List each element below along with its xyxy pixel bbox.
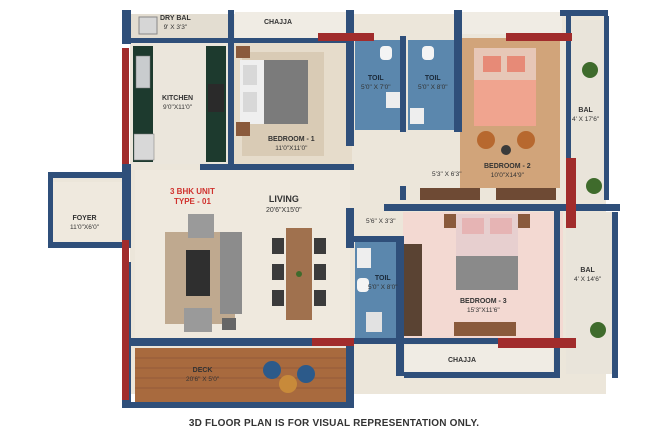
room-label-balcony-right-bottom: BAL 4' X 14'6": [574, 267, 602, 283]
toilet2-wc: [422, 46, 434, 60]
room-label-toilet3: TOIL 5'0" X 8'0": [368, 275, 398, 291]
bedroom2-table: [501, 145, 511, 155]
bedroom2-chair: [477, 131, 495, 149]
room-label-bedroom2: BEDROOM - 2 10'0"X14'9": [484, 163, 531, 179]
bedroom3-nightstand: [444, 214, 456, 228]
side-stool: [222, 318, 236, 330]
deck-chair: [297, 365, 315, 383]
room-label-dry-balcony: DRY BAL 9' X 3'3": [160, 15, 191, 31]
room-label-chajja-top: CHAJJA: [264, 19, 293, 26]
toilet2-basin: [410, 108, 424, 124]
room-label-bedroom3: BEDROOM - 3 15'3"X11'6": [460, 298, 507, 314]
bedroom3-nightstand: [518, 214, 530, 228]
toilet3-basin: [357, 248, 371, 268]
room-label-bedroom1: BEDROOM - 1 11'0"X11'0": [268, 136, 315, 152]
unit-type-label: 3 BHK UNIT TYPE - 01: [170, 187, 215, 206]
disclaimer-text: 3D FLOOR PLAN IS FOR VISUAL REPRESENTATI…: [188, 418, 480, 429]
room-label-foyer: FOYER 11'0"X6'0": [70, 215, 100, 231]
toilet1-floor: [355, 40, 403, 130]
dry-balcony-appliance: [138, 16, 158, 35]
bedroom2-wardrobe: [496, 188, 556, 200]
plant-icon: [590, 322, 606, 338]
toilet1-basin: [386, 92, 400, 108]
coffee-table: [186, 250, 210, 296]
toilet3-wc: [357, 278, 369, 292]
bedroom3-wardrobe: [404, 244, 422, 336]
bedroom3-pillow: [462, 218, 484, 234]
chajja-bottom-floor: [405, 345, 553, 373]
room-label-kitchen: KITCHEN 9'0"X11'0": [162, 95, 194, 111]
toilet3-shower: [366, 312, 382, 332]
room-label-toilet2: TOIL 5'0" X 8'0": [418, 75, 448, 91]
room-label-balcony-right-top: BAL 4' X 17'6": [572, 107, 600, 123]
balcony-right-bottom-floor: [566, 212, 614, 374]
bedroom3-pillow: [490, 218, 512, 234]
bedroom2-wardrobe: [420, 188, 480, 200]
cooktop: [208, 84, 224, 112]
armchair: [184, 308, 212, 332]
deck-chair: [263, 361, 281, 379]
deck-table: [279, 375, 297, 393]
bedroom1-nightstand: [236, 46, 250, 58]
dining-chairs: [272, 238, 326, 306]
room-label-toilet1: TOIL 5'0" X 7'0": [361, 75, 391, 91]
deck-floor: [135, 348, 347, 402]
bedroom1-nightstand: [236, 122, 250, 136]
fridge: [133, 133, 155, 161]
room-label-living: LIVING 20'6"X15'0": [266, 194, 302, 214]
plant-icon: [586, 178, 602, 194]
chajja-right-floor: [462, 12, 562, 34]
bedroom2-pillow: [483, 56, 501, 72]
room-label-deck: DECK 20'6" X 5'0": [186, 367, 220, 383]
bedroom1-pillow: [243, 65, 257, 85]
room-label-passage2: 5'6" X 3'3": [366, 218, 396, 225]
bedroom1-pillow: [243, 92, 257, 112]
sofa: [220, 232, 242, 314]
accent-walls: [122, 33, 576, 400]
toilet1-wc: [380, 46, 392, 60]
plant-icon: [582, 62, 598, 78]
bedroom3-desk: [454, 322, 516, 336]
foyer-floor: [50, 182, 126, 242]
bedroom2-bed-cover: [474, 80, 536, 126]
bedroom2-chair: [517, 131, 535, 149]
room-label-passage: 5'3" X 6'3": [432, 171, 462, 178]
bedroom2-pillow: [507, 56, 525, 72]
kitchen-sink: [135, 55, 151, 89]
room-label-chajja-bottom: CHAJJA: [448, 357, 477, 364]
armchair: [188, 214, 214, 238]
dining-plant-icon: [296, 271, 302, 277]
